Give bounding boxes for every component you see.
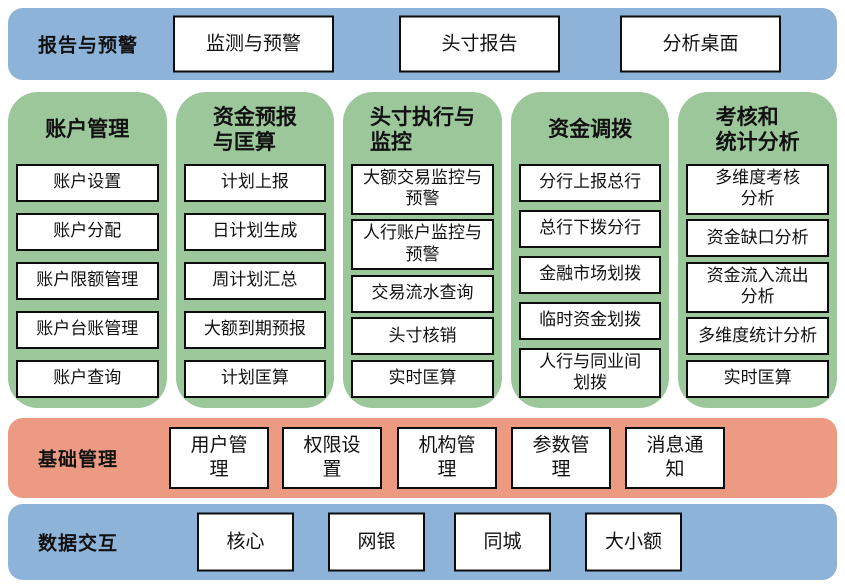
node-message-notification: 消息通 知 bbox=[625, 427, 725, 489]
module-box: 大额到期预报 bbox=[183, 311, 327, 349]
column-title: 资金预报 与匡算 bbox=[212, 104, 297, 154]
column-title: 头寸执行与 监控 bbox=[369, 104, 475, 154]
column-title: 账户管理 bbox=[45, 117, 130, 142]
column-title: 资金调拨 bbox=[548, 117, 633, 142]
column-boxes: 计划上报 日计划生成 周计划汇总 大额到期预报 计划匡算 bbox=[183, 164, 327, 398]
module-box: 账户分配 bbox=[16, 213, 159, 251]
node-permission-settings: 权限设 置 bbox=[282, 427, 382, 489]
module-box: 金融市场划拨 bbox=[518, 255, 662, 294]
node-monitoring-alert: 监测与预警 bbox=[173, 15, 334, 73]
node-user-management: 用户管 理 bbox=[169, 427, 269, 489]
column-boxes: 多维度考核 分析 资金缺口分析 资金流入流出 分析 多维度统计分析 实时匡算 bbox=[686, 164, 829, 398]
module-box: 多维度统计分析 bbox=[686, 317, 829, 356]
column-boxes: 大额交易监控与 预警 人行账户监控与 预警 交易流水查询 头寸核销 实时匡算 bbox=[351, 164, 494, 398]
base-management-band-label: 基础管理 bbox=[38, 448, 119, 471]
module-box: 人行账户监控与 预警 bbox=[351, 219, 494, 270]
module-box: 多维度考核 分析 bbox=[686, 164, 829, 215]
column-fund-forecast: 资金预报 与匡算 计划上报 日计划生成 周计划汇总 大额到期预报 计划匡算 bbox=[175, 92, 335, 408]
column-boxes: 账户设置 账户分配 账户限额管理 账户台账管理 账户查询 bbox=[16, 164, 159, 398]
node-core-system: 核心 bbox=[197, 512, 294, 572]
report-alert-band: 报告与预警 监测与预警 头寸报告 分析桌面 bbox=[8, 8, 837, 80]
module-columns: 账户管理 账户设置 账户分配 账户限额管理 账户台账管理 账户查询 资金预报 与… bbox=[8, 92, 837, 408]
data-interaction-band-label: 数据交互 bbox=[38, 532, 119, 555]
report-alert-band-label: 报告与预警 bbox=[38, 34, 139, 57]
data-interaction-band: 数据交互 核心 网银 同城 大小额 bbox=[8, 504, 837, 580]
column-title: 考核和 统计分析 bbox=[715, 104, 800, 154]
module-box: 实时匡算 bbox=[686, 360, 829, 398]
module-box: 计划匡算 bbox=[183, 360, 327, 398]
module-box: 账户限额管理 bbox=[16, 262, 159, 300]
column-account-management: 账户管理 账户设置 账户分配 账户限额管理 账户台账管理 账户查询 bbox=[8, 92, 167, 408]
module-box: 大额交易监控与 预警 bbox=[351, 164, 494, 215]
base-management-band: 基础管理 用户管 理 权限设 置 机构管 理 参数管 理 消息通 知 bbox=[8, 418, 837, 498]
node-online-banking: 网银 bbox=[328, 512, 425, 572]
module-box: 资金流入流出 分析 bbox=[686, 262, 829, 313]
module-box: 实时匡算 bbox=[351, 360, 494, 398]
module-box: 账户台账管理 bbox=[16, 311, 159, 349]
node-analysis-desktop: 分析桌面 bbox=[620, 15, 781, 73]
module-box: 日计划生成 bbox=[183, 213, 327, 251]
module-box: 人行与同业间 划拨 bbox=[518, 347, 662, 398]
column-assessment-statistics: 考核和 统计分析 多维度考核 分析 资金缺口分析 资金流入流出 分析 多维度统计… bbox=[678, 92, 837, 408]
node-organization-management: 机构管 理 bbox=[397, 427, 497, 489]
module-box: 交易流水查询 bbox=[351, 274, 494, 313]
module-box: 资金缺口分析 bbox=[686, 219, 829, 258]
node-position-report: 头寸报告 bbox=[399, 15, 560, 73]
module-box: 总行下拨分行 bbox=[518, 209, 662, 248]
module-box: 计划上报 bbox=[183, 164, 327, 202]
column-fund-transfer: 资金调拨 分行上报总行 总行下拨分行 金融市场划拨 临时资金划拨 人行与同业间 … bbox=[510, 92, 670, 408]
module-box: 账户设置 bbox=[16, 164, 159, 202]
node-local-clearing: 同城 bbox=[454, 512, 551, 572]
node-large-small-amount: 大小额 bbox=[585, 512, 682, 572]
module-box: 分行上报总行 bbox=[518, 164, 662, 202]
module-box: 临时资金划拨 bbox=[518, 301, 662, 340]
column-position-execution: 头寸执行与 监控 大额交易监控与 预警 人行账户监控与 预警 交易流水查询 头寸… bbox=[343, 92, 502, 408]
module-box: 头寸核销 bbox=[351, 317, 494, 356]
module-box: 账户查询 bbox=[16, 360, 159, 398]
node-parameter-management: 参数管 理 bbox=[511, 427, 611, 489]
column-boxes: 分行上报总行 总行下拨分行 金融市场划拨 临时资金划拨 人行与同业间 划拨 bbox=[518, 164, 662, 398]
module-box: 周计划汇总 bbox=[183, 262, 327, 300]
